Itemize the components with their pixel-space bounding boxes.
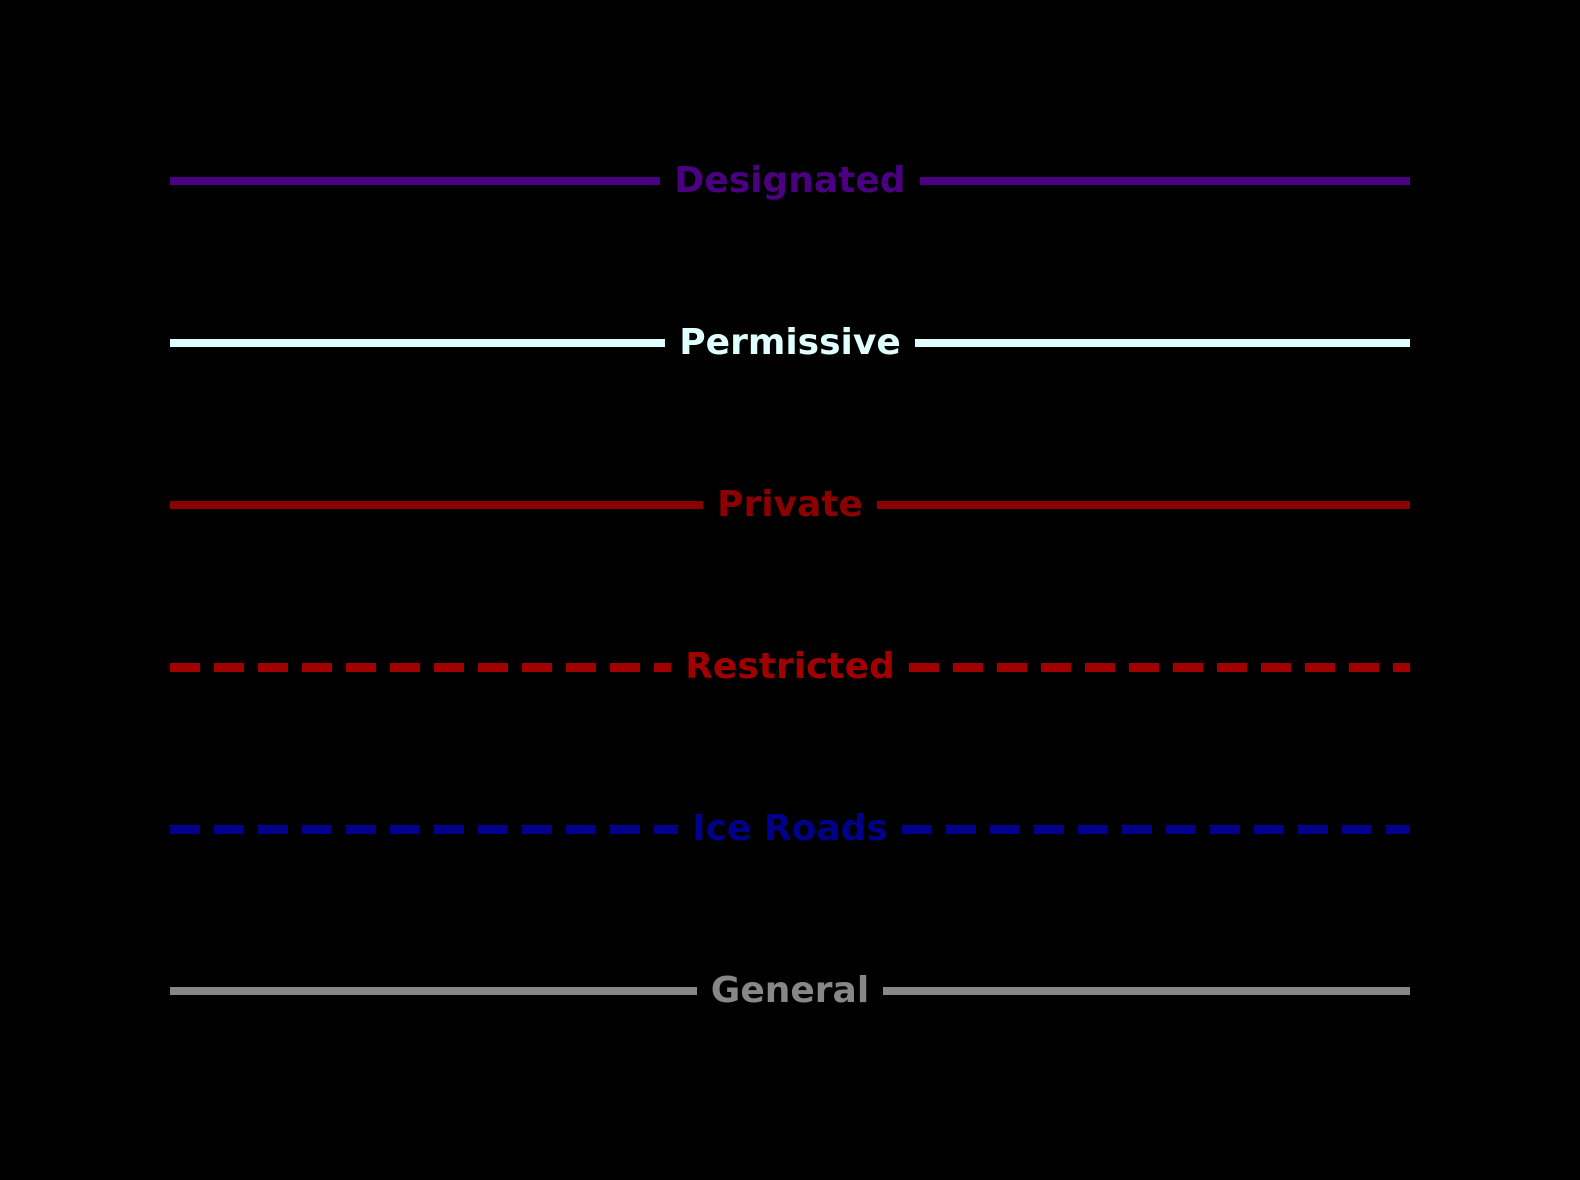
legend-row-permissive: Permissive bbox=[170, 313, 1411, 373]
legend-row-general: General bbox=[170, 961, 1410, 1021]
line-sample-left bbox=[170, 662, 672, 672]
line-sample-right bbox=[914, 339, 1411, 347]
line-sample-right bbox=[919, 177, 1410, 185]
legend-label-private: Private bbox=[717, 484, 863, 525]
line-sample-left bbox=[170, 339, 666, 347]
legend-label-restricted: Restricted bbox=[685, 646, 895, 687]
legend-row-designated: Designated bbox=[170, 151, 1410, 211]
legend-label-permissive: Permissive bbox=[679, 322, 901, 363]
legend-row-private: Private bbox=[170, 475, 1410, 535]
line-sample-left bbox=[170, 177, 661, 185]
line-sample-left bbox=[170, 987, 697, 995]
line-sample-right bbox=[876, 501, 1410, 509]
line-sample-left bbox=[170, 824, 679, 834]
line-sample-right bbox=[908, 662, 1411, 672]
legend-row-restricted: Restricted bbox=[170, 637, 1411, 697]
legend-row-ice-roads: Ice Roads bbox=[170, 799, 1411, 859]
legend-label-designated: Designated bbox=[674, 160, 906, 201]
line-sample-right bbox=[901, 824, 1411, 834]
line-sample-right bbox=[883, 987, 1410, 995]
line-sample-left bbox=[170, 501, 704, 509]
legend-label-ice-roads: Ice Roads bbox=[692, 808, 888, 849]
legend-label-general: General bbox=[710, 970, 870, 1011]
